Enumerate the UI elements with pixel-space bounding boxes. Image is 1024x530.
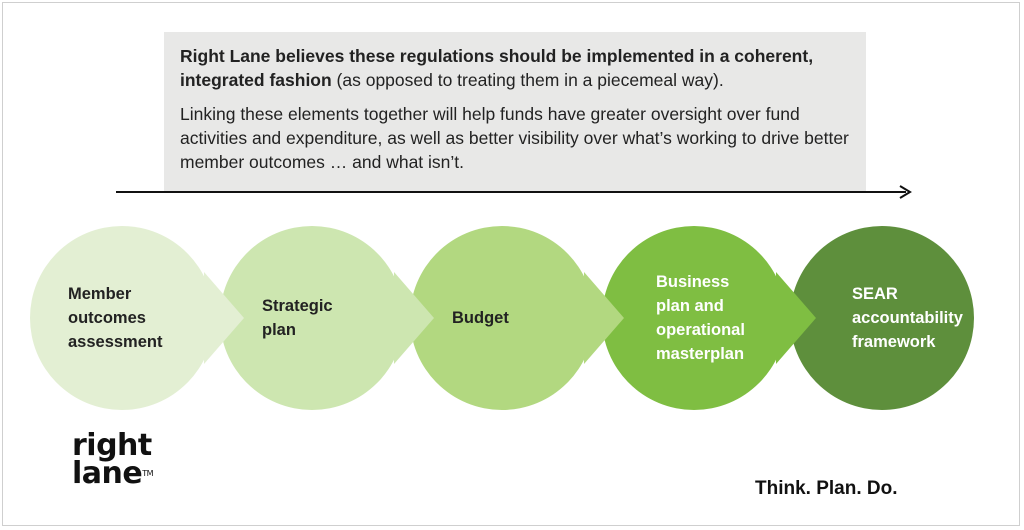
callout-lead-tail: (as opposed to treating them in a piecem…: [331, 70, 724, 90]
callout-text: Right Lane believes these regulations sh…: [180, 44, 860, 174]
right-lane-logo: right laneTM: [72, 428, 154, 489]
stage-connector-1: [204, 272, 244, 364]
stage-connector-3: [584, 272, 624, 364]
logo-line-2-text: lane: [72, 456, 143, 491]
stage-circle-1: [30, 226, 214, 410]
stage-label-line: masterplan: [656, 345, 745, 363]
logo-line-2: laneTM: [72, 459, 154, 489]
stage-label-3: Budget: [452, 306, 509, 330]
stage-label-line: plan and: [656, 297, 724, 315]
stage-connector-4: [776, 272, 816, 364]
callout-lead-bold: Right Lane believes these regulations sh…: [180, 46, 814, 90]
logo-tm: TM: [142, 469, 154, 478]
stage-circle-4: [602, 226, 786, 410]
callout-box: [164, 32, 866, 192]
stage-label-line: Strategic: [262, 297, 333, 315]
stage-label-line: Business: [656, 273, 730, 291]
stage-label-2: Strategic plan: [262, 294, 333, 342]
tagline: Think. Plan. Do.: [755, 478, 898, 499]
logo-line-1: right: [72, 428, 152, 463]
stage-label-line: Budget: [452, 309, 509, 327]
stage-circle-5: [790, 226, 974, 410]
stage-label-line: Member: [68, 285, 132, 303]
stage-label-4: Business plan and operational masterplan: [656, 270, 745, 366]
callout-body: Linking these elements together will hel…: [180, 104, 849, 172]
timeline-arrowhead: [899, 185, 912, 199]
stage-circle-3: [410, 226, 594, 410]
stage-label-line: assessment: [68, 333, 163, 351]
stage-label-5: SEAR accountability framework: [852, 282, 963, 354]
stage-label-line: outcomes: [68, 309, 146, 327]
stage-label-line: framework: [852, 333, 936, 351]
stage-connector-2: [394, 272, 434, 364]
stage-label-line: accountability: [852, 309, 963, 327]
stage-circle-2: [220, 226, 404, 410]
stage-label-1: Member outcomes assessment: [68, 282, 162, 354]
stage-label-line: plan: [262, 321, 296, 339]
stages-layer: [30, 226, 974, 410]
stage-label-line: operational: [656, 321, 745, 339]
callout-lead: Right Lane believes these regulations sh…: [180, 44, 860, 92]
stage-label-line: SEAR: [852, 285, 898, 303]
